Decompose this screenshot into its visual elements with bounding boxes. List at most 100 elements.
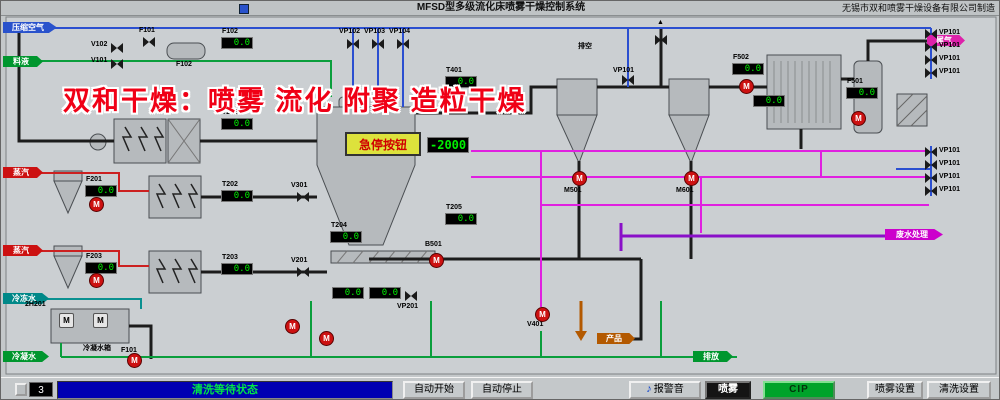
- valve-icon[interactable]: [297, 267, 309, 277]
- pump-icon[interactable]: M: [127, 353, 142, 368]
- display-label: F201: [86, 176, 102, 183]
- valve-icon[interactable]: [143, 37, 155, 47]
- pump-icon[interactable]: M: [285, 319, 300, 334]
- display-label: T204: [331, 222, 347, 229]
- valve-icon[interactable]: [347, 39, 359, 49]
- valve-icon[interactable]: [397, 39, 409, 49]
- value-display: -2000: [427, 137, 470, 153]
- valve-icon[interactable]: [925, 160, 937, 170]
- text-label: F101: [121, 347, 137, 354]
- pump-icon[interactable]: M: [739, 79, 754, 94]
- pump-icon[interactable]: M: [429, 253, 444, 268]
- source-tag: 冷冻水: [3, 293, 49, 304]
- pump-icon[interactable]: M: [89, 273, 104, 288]
- text-label: F102: [176, 61, 192, 68]
- flow-tag: 排放: [693, 351, 733, 362]
- valve-icon[interactable]: [372, 39, 384, 49]
- source-tag: 蒸汽: [3, 245, 43, 256]
- page-title: MFSD型多级流化床喷雾干燥控制系统: [416, 2, 586, 13]
- spray-settings-button[interactable]: 喷雾设置: [867, 381, 923, 399]
- text-label: VP104: [389, 28, 411, 35]
- text-label: VP101: [939, 147, 961, 154]
- alarm-sound-icon: ♪: [646, 383, 652, 395]
- value-display: 0.0: [732, 63, 764, 75]
- feeder-cone-2: [53, 255, 83, 290]
- spray-button[interactable]: 喷雾: [705, 381, 751, 399]
- flow-tag: 产品: [597, 333, 635, 344]
- text-label: V101: [91, 57, 108, 64]
- value-display: 0.0: [221, 190, 253, 202]
- text-label: ▲: [657, 19, 664, 26]
- text-label: 2H201: [25, 301, 46, 308]
- valve-icon[interactable]: [405, 291, 417, 301]
- status-mini-button[interactable]: [15, 383, 27, 396]
- clean-settings-button[interactable]: 清洗设置: [927, 381, 991, 399]
- display-label: F501: [847, 78, 863, 85]
- valve-icon[interactable]: [925, 29, 937, 39]
- status-text: 清洗等待状态: [192, 384, 258, 396]
- auto-stop-button[interactable]: 自动停止: [471, 381, 533, 399]
- pump-icon[interactable]: M: [851, 111, 866, 126]
- text-label: M601: [676, 187, 694, 194]
- value-display: 0.0: [330, 231, 362, 243]
- display-label: T203: [222, 254, 238, 261]
- valve-icon[interactable]: [111, 43, 123, 53]
- source-tag: 料液: [3, 56, 43, 67]
- text-label: VP102: [339, 28, 361, 35]
- valve-icon[interactable]: [925, 147, 937, 157]
- value-display: 0.0: [221, 263, 253, 275]
- cip-button[interactable]: CIP: [763, 381, 835, 399]
- text-label: VP101: [939, 186, 961, 193]
- valve-icon[interactable]: [622, 75, 634, 85]
- text-label: 冷凝水箱: [83, 345, 111, 352]
- flow-tag: 尾气: [927, 35, 965, 46]
- value-display: 0.0: [846, 87, 878, 99]
- display-label: T205: [446, 204, 462, 211]
- auto-start-button[interactable]: 自动开始: [403, 381, 465, 399]
- pump-icon[interactable]: M: [684, 171, 699, 186]
- cyclone-2-cone: [668, 114, 710, 165]
- pump-icon[interactable]: M: [89, 197, 104, 212]
- agitator-icon[interactable]: M: [93, 313, 108, 328]
- valve-icon[interactable]: [111, 59, 123, 69]
- window-icon: [239, 4, 249, 14]
- valve-icon[interactable]: [297, 192, 309, 202]
- display-label: T201: [222, 109, 238, 116]
- value-display: 0.0: [753, 95, 785, 107]
- text-label: V201: [291, 257, 308, 264]
- cyclone-1-cone: [556, 114, 598, 165]
- alarm-sound-button[interactable]: ♪报警音: [629, 381, 701, 399]
- valve-icon[interactable]: [925, 186, 937, 196]
- value-display: 0.0: [221, 118, 253, 130]
- text-label: VP103: [364, 28, 386, 35]
- agitator-icon[interactable]: M: [59, 313, 74, 328]
- valve-icon[interactable]: [655, 35, 667, 45]
- cyclone-2-body: [668, 78, 710, 116]
- pump-icon[interactable]: M: [535, 307, 550, 322]
- title-bar: MFSD型多级流化床喷雾干燥控制系统 无锡市双和喷雾干燥设备有限公司制造: [1, 1, 999, 16]
- vessel-f102: [166, 42, 206, 60]
- product-arrow: [575, 331, 587, 341]
- valve-icon[interactable]: [925, 173, 937, 183]
- value-display: 0.0: [332, 287, 364, 299]
- pump-icon[interactable]: M: [319, 331, 334, 346]
- button-label: CIP: [789, 384, 809, 395]
- valve-icon[interactable]: [925, 42, 937, 52]
- valve-icon[interactable]: [925, 55, 937, 65]
- text-label: VP101: [939, 42, 961, 49]
- button-label: 自动开始: [414, 384, 454, 395]
- value-display: 0.0: [85, 262, 117, 274]
- emergency-stop-button[interactable]: 急停按钮: [345, 132, 421, 156]
- text-label: VP101: [939, 160, 961, 167]
- text-label: VP201: [397, 303, 419, 310]
- button-label: 报警音: [653, 384, 684, 395]
- pump-icon[interactable]: M: [572, 171, 587, 186]
- source-tag: 冷凝水: [3, 351, 49, 362]
- text-label: VP101: [939, 68, 961, 75]
- flow-tag: 废水处理: [885, 229, 943, 240]
- valve-icon[interactable]: [925, 68, 937, 78]
